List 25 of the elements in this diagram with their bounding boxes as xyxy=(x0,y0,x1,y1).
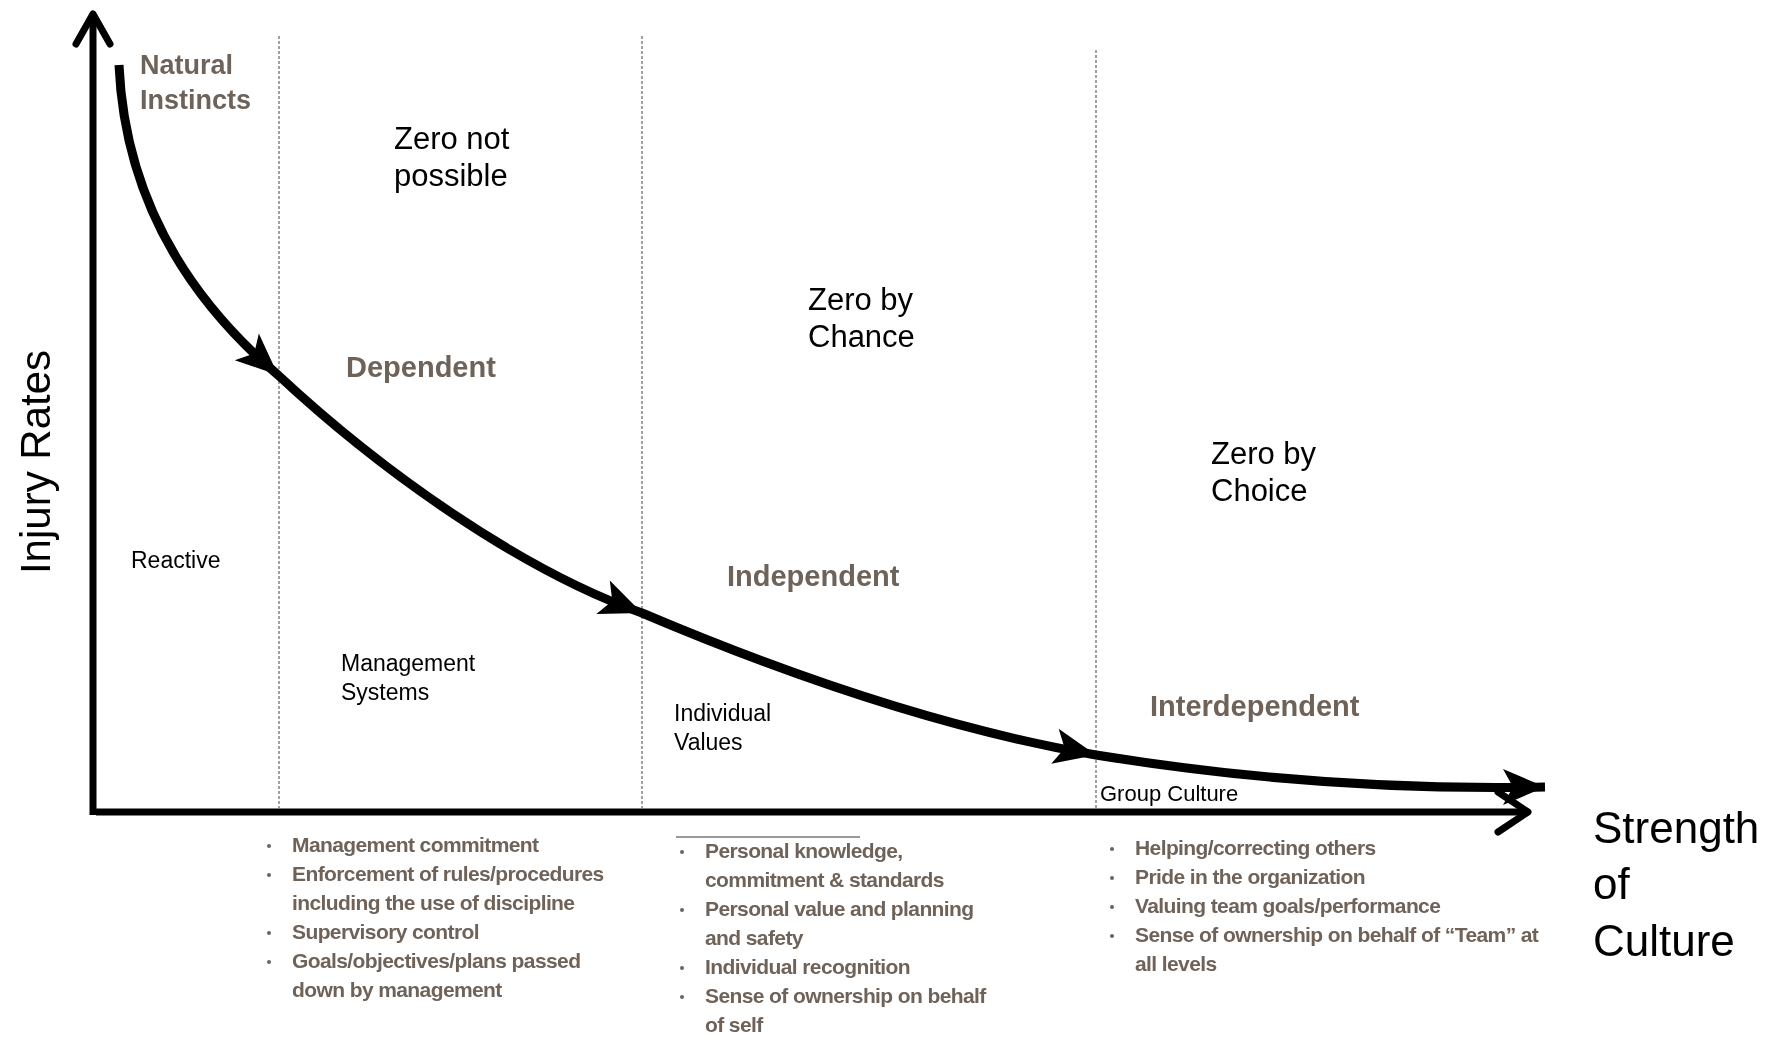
bullet-text: Sense of ownership on behalf of self xyxy=(705,984,986,1036)
zone-label: Zero not possible xyxy=(394,120,511,195)
axis-label: Strength of Culture xyxy=(1593,802,1761,967)
stage-label: Dependent xyxy=(346,350,497,385)
phase-label: Individual Values xyxy=(674,699,773,757)
bullet-text: Enforcement of rules/procedures including the use of discipline xyxy=(292,862,604,914)
bullet-text: Pride in the organization xyxy=(1135,865,1366,888)
stage-label: Natural Instincts xyxy=(140,49,253,118)
bullet-text: Personal value and planning and safety xyxy=(705,897,974,949)
bullet-text: Goals/objectives/plans passed down by management xyxy=(292,949,581,1001)
stage-label: Interdependent xyxy=(1150,689,1361,724)
zone-label: Zero by Chance xyxy=(808,281,916,356)
bullet-text: Personal knowledge, commitment & standards xyxy=(705,839,944,891)
bullet-text: Valuing team goals/performance xyxy=(1135,894,1441,917)
axis-label: Injury Rates xyxy=(12,349,60,575)
bullet-text: Individual recognition xyxy=(705,955,910,978)
phase-label: Group Culture xyxy=(1100,781,1240,808)
phase-label: Management Systems xyxy=(341,649,477,707)
stage-label: Independent xyxy=(727,559,901,594)
bullet-text: Sense of ownership on behalf of “Team” at all levels xyxy=(1135,923,1539,975)
zone-label: Zero by Choice xyxy=(1211,435,1318,510)
phase-label: Reactive xyxy=(131,547,222,575)
bullet-text: Management commitment xyxy=(292,833,539,856)
bullet-text: Helping/correcting others xyxy=(1135,836,1376,859)
bullet-text: Supervisory control xyxy=(292,920,479,943)
